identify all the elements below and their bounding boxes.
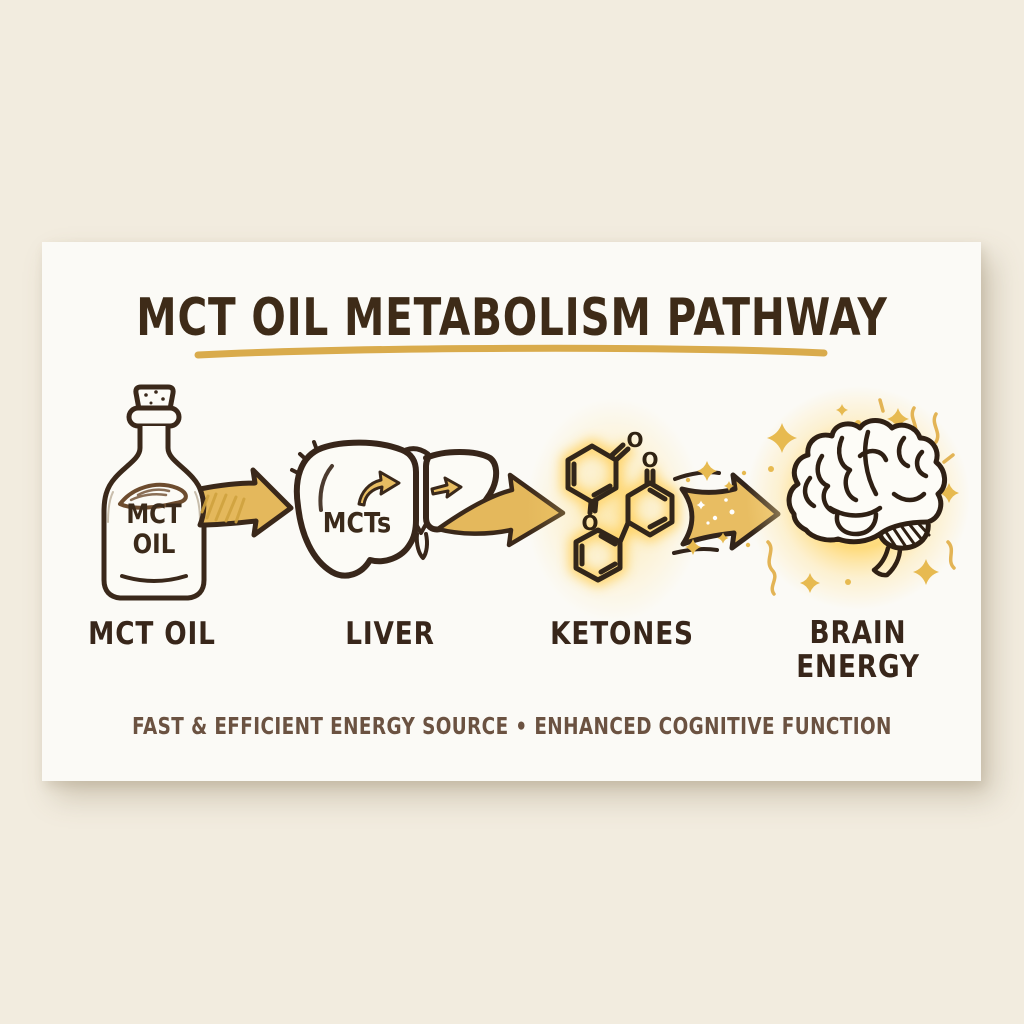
infographic-card: O O O [42,242,981,781]
benefits-caption: FAST & EFFICIENT ENERGY SOURCE • ENHANCE… [132,714,892,740]
sparkles [685,461,751,555]
stage-label-ketones: KETONES [550,616,694,652]
stage-label-brain-line2: ENERGY [796,649,920,685]
glowing-brain-icon [746,386,970,610]
sparkle-dust [696,498,735,525]
pathway-diagram: O O O [101,344,970,622]
stage-label-brain-line1: BRAIN [809,615,907,651]
bottle-label: MCT OIL [126,500,181,560]
ketone-oxygen-label: O [641,448,658,472]
stage-label-brain-energy: BRAIN ENERGY [796,616,920,684]
title-underline [194,344,828,359]
diagram-title: MCT OIL METABOLISM PATHWAY [136,288,888,348]
bottle-label-line2: OIL [132,529,176,560]
ketone-molecules-icon: O O O [526,398,702,622]
ketone-oxygen-label: O [581,511,598,535]
liver-icon [290,439,500,579]
bottle-label-line1: MCT [126,499,182,530]
liver-inner-small-arrow-icon [430,476,463,499]
arrow-mct-to-liver-icon [197,467,294,538]
mct-oil-bottle-icon [101,384,207,601]
stage-label-mct-oil: MCT OIL [88,616,216,652]
liver-inner-label: MCTs [322,506,392,539]
stage-label-liver: LIVER [345,616,435,652]
liver-inner-curved-arrow-icon [357,470,401,507]
ketone-oxygen-label: O [626,428,643,452]
